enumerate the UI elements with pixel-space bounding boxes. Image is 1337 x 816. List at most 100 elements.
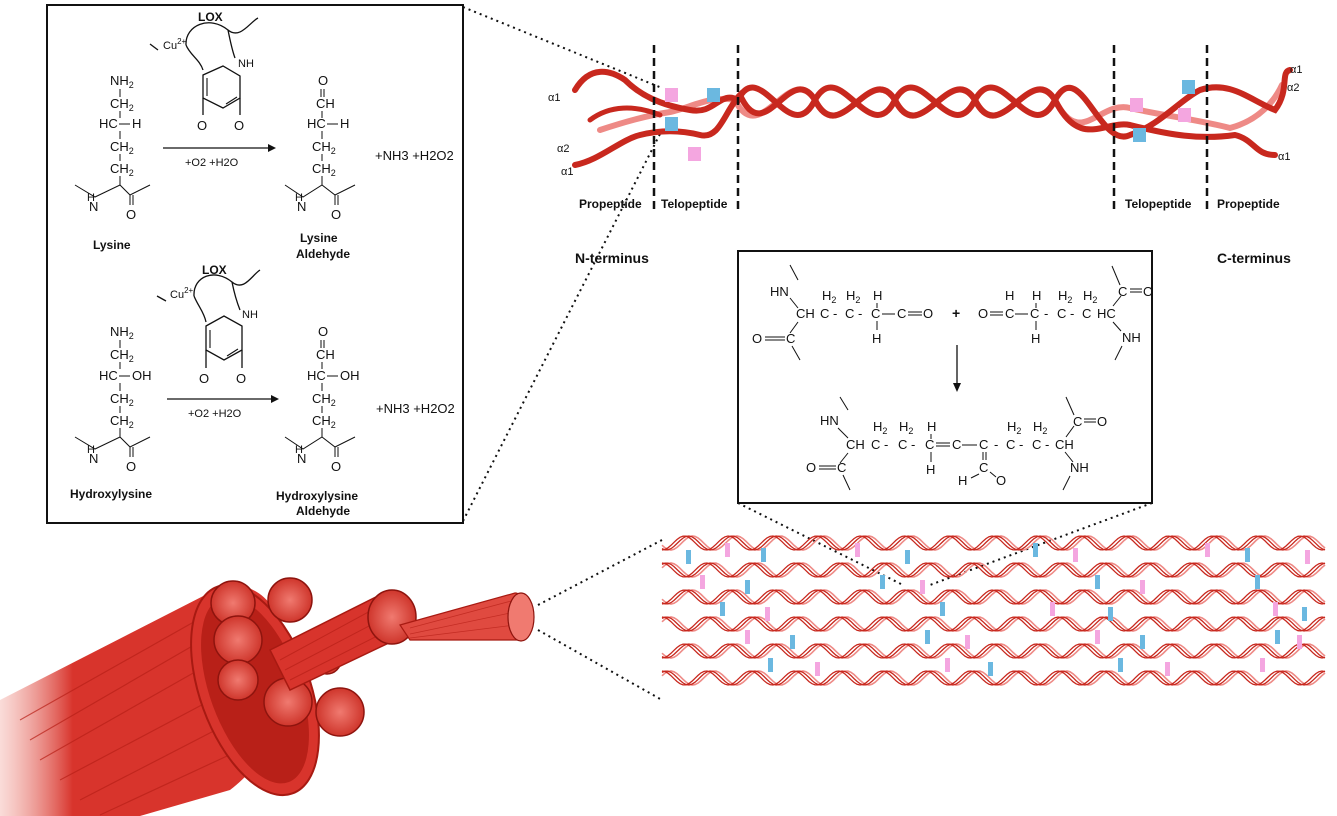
chain-label: α1 [1278,151,1290,163]
svg-text:CH2: CH2 [110,96,134,113]
crosslink-blue [1118,658,1123,672]
svg-text:C: C [1032,437,1041,452]
svg-text:O: O [806,460,816,475]
svg-text:H: H [1031,331,1040,346]
svg-text:H: H [1005,288,1014,303]
crosslink-pink [920,580,925,594]
crosslink-blue [925,630,930,644]
crosslink-pink [1095,630,1100,644]
chain-label: α2 [557,143,569,155]
crosslink-blue [1302,607,1307,621]
svg-text:H: H [958,473,967,488]
svg-text:O: O [199,371,209,386]
crosslink-blue [720,602,725,616]
svg-text:C: C [898,437,907,452]
svg-text:H: H [87,192,95,204]
crosslink-blue [1095,575,1100,589]
fibril-strand [661,643,1326,659]
crosslink-blue [761,548,766,562]
svg-text:H: H [927,419,936,434]
svg-text:C: C [1005,306,1014,321]
svg-text:N: N [297,451,306,466]
hydroxylysine-structure: NH2 CH2 HC OH CH2 CH2 N H O Hydroxylysin… [70,324,152,501]
svg-text:N: N [89,451,98,466]
lysine-aldehyde-structure: O CH HC H CH2 CH2 N H O Lysine Aldehyde [284,73,356,261]
svg-text:-: - [1044,306,1048,321]
svg-text:-: - [994,437,998,452]
svg-text:CH: CH [846,437,865,452]
fibril-strand [661,589,1326,605]
svg-text:N: N [297,199,306,214]
svg-text:HC: HC [307,368,326,383]
svg-text:O: O [331,459,341,474]
svg-text:O: O [978,306,988,321]
svg-text:O: O [752,331,762,346]
svg-text:O: O [126,207,136,222]
svg-text:-: - [858,306,862,321]
reactant-right: O C H H C H - H2 C - H2 C HC C O NH [978,265,1153,361]
svg-text:OH: OH [132,368,152,383]
svg-text:-: - [1070,306,1074,321]
svg-text:C: C [786,331,795,346]
svg-text:CH2: CH2 [110,413,134,430]
crosslink-pink [745,630,750,644]
svg-text:H: H [926,462,935,477]
svg-text:C: C [871,306,880,321]
svg-text:C: C [1073,414,1082,429]
svg-text:N: N [89,199,98,214]
crosslink-pink [1205,543,1210,557]
svg-text:H: H [132,116,141,131]
c-terminus-label: C-terminus [1217,250,1291,266]
svg-text:H: H [872,331,881,346]
crosslink-blue [1033,543,1038,557]
svg-text:CH2: CH2 [110,161,134,178]
fibril-strand [661,616,1326,632]
chain-label: α1 [548,92,560,104]
crosslink-pink [688,147,701,161]
lox-reaction-panel: LOX Cu2+ NH O O NH2 CH2 HC H CH2 [46,4,464,524]
fibril-strand [661,670,1326,686]
fibril-strand [661,535,1326,551]
svg-text:CH2: CH2 [312,161,336,178]
fibril-strand [661,616,1326,632]
svg-text:H: H [87,444,95,456]
products-1: +NH3 +H2O2 [375,148,454,163]
svg-text:C: C [837,460,846,475]
svg-text:C: C [845,306,854,321]
crosslink-blue [988,662,993,676]
svg-text:HC: HC [1097,306,1116,321]
crosslink-pink [1260,658,1265,672]
n-terminus-label: N-terminus [575,250,649,266]
crosslink-blue [940,602,945,616]
svg-text:NH2: NH2 [110,324,134,341]
crosslink-blue [1245,548,1250,562]
chain-label: α2 [1287,82,1299,94]
svg-text:O: O [923,306,933,321]
svg-text:H: H [873,288,882,303]
svg-text:CH2: CH2 [110,347,134,364]
telopeptide-left-label: Telopeptide [661,197,728,211]
crosslink-pink [1130,98,1143,112]
crosslink-pink [1305,550,1310,564]
fibril-strand [661,643,1326,659]
lysine-structure: NH2 CH2 HC H CH2 CH2 N H O Lysine [74,73,151,252]
crosslink-pink [665,88,678,102]
hydroxylysine-aldehyde-structure: O CH HC OH CH2 CH2 N H O Hydroxylysine A… [276,324,360,518]
reaction-arrow-2: +O2 +H2O [167,395,279,420]
aldol-product: HN CH O C H2 C - H2 C - H C H C C [806,396,1107,491]
svg-text:-: - [1045,437,1049,452]
crosslink-pink [765,607,770,621]
chain-label: α1 [561,166,573,178]
crosslink-pink [1273,602,1278,616]
svg-text:H: H [295,444,303,456]
fibril-strand [661,562,1326,578]
svg-text:C: C [979,437,988,452]
svg-text:NH: NH [1122,330,1141,345]
svg-text:CH2: CH2 [312,413,336,430]
nh-label-2: NH [242,309,258,321]
crosslink-blue [1255,575,1260,589]
svg-text:CH2: CH2 [110,391,134,408]
svg-text:HC: HC [99,368,118,383]
zoom-lines-top [462,6,1153,701]
svg-text:C: C [871,437,880,452]
